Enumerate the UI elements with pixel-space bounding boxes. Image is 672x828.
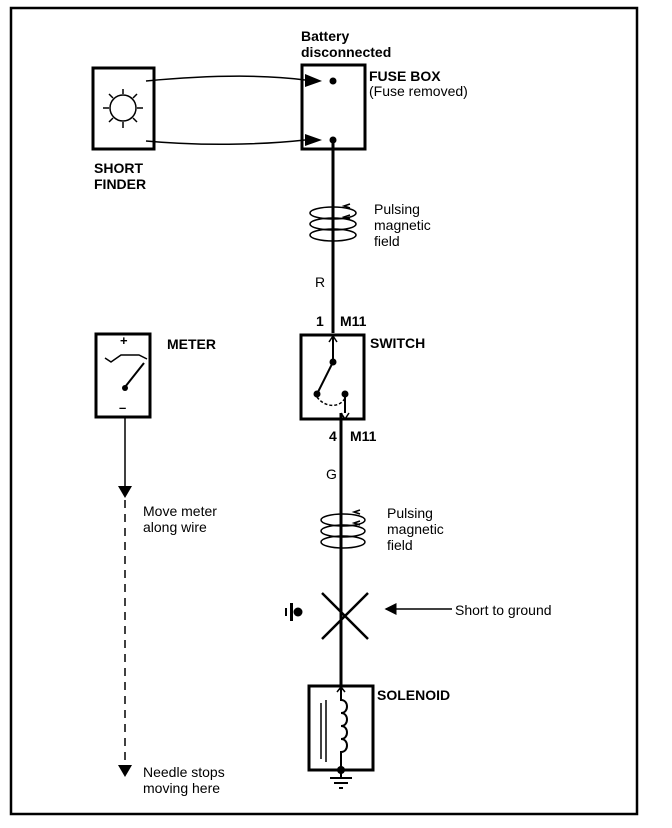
connector-id-bottom: M11 [350,428,377,444]
short-to-ground-label: Short to ground [455,602,552,618]
needle-stop-arrow-icon [118,765,132,777]
short-x-mark [321,592,369,640]
pin-number-bottom: 4 [329,428,337,444]
diagram-frame [9,6,639,816]
meter [94,332,152,419]
switch-label: SWITCH [370,335,426,351]
test-lead-bottom [145,139,306,146]
connector-id-top: M11 [340,313,367,329]
magnetic-field-icon-1 [309,203,357,242]
meter-plus-sign: + [120,333,128,348]
fuse-box-label: FUSE BOX [369,68,441,84]
solenoid-label: SOLENOID [377,687,451,703]
fuse-removed-label: (Fuse removed) [369,83,468,99]
wire-color-green: G [326,466,337,482]
meter-minus-sign: – [119,400,127,415]
ground-icon-short [285,603,303,621]
solenoid [307,684,375,774]
magnetic-field-icon-2 [320,509,366,549]
lamp-icon [103,89,143,128]
wire-color-red: R [315,274,326,290]
short-finder [91,66,156,151]
meter-label: METER [167,336,216,352]
meter-arrow-down-icon [118,486,132,498]
pin-number-top: 1 [316,313,324,329]
ground-icon-solenoid [330,770,352,789]
test-lead-top [145,75,306,82]
switch [299,333,366,421]
